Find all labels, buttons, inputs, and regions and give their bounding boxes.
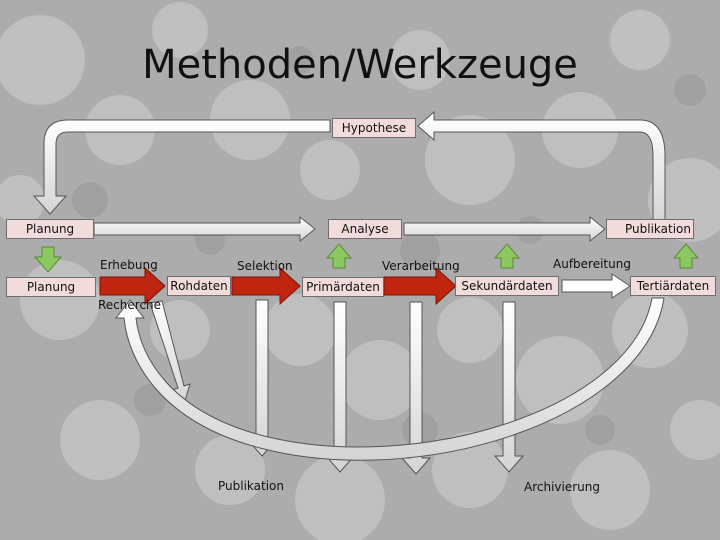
tertiaerdaten-box: Tertiärdaten [630, 276, 716, 296]
publikation-top-box: Publikation [606, 219, 694, 239]
page-title: Methoden/Werkzeuge [142, 42, 578, 88]
selektion-label: Selektion [237, 259, 293, 273]
analyse-to-publikation-arrow [403, 215, 606, 243]
loop-arrow-left [32, 119, 331, 215]
primaerdaten-box: Primärdaten [302, 277, 384, 297]
planung-to-analyse-arrow [93, 215, 316, 243]
planung-box: Planung [6, 277, 96, 297]
green-down-arrow [33, 246, 63, 273]
recherche-label: Recherche [98, 298, 162, 312]
process-arrow-verarbeitung [383, 266, 457, 306]
aufbereitung-label: Aufbereitung [553, 257, 631, 271]
green-up-arrow-2 [493, 243, 521, 269]
hypothese-box: Hypothese [332, 118, 416, 138]
down-arrow-4 [493, 301, 525, 473]
planung-top-box: Planung [6, 219, 94, 239]
analyse-box: Analyse [328, 219, 402, 239]
recherche-arrow [149, 300, 191, 406]
loop-arrow-right [417, 110, 666, 223]
process-arrow-selektion [231, 266, 301, 306]
verarbeitung-label: Verarbeitung [382, 259, 460, 273]
process-arrow-erhebung [99, 266, 166, 306]
return-curve-arrow [114, 297, 665, 461]
process-arrow-aufbereitung [561, 273, 631, 299]
erhebung-label: Erhebung [100, 258, 158, 272]
publikation-bottom-label: Publikation [218, 479, 284, 493]
archivierung-label: Archivierung [524, 480, 600, 494]
green-up-arrow-1 [325, 243, 353, 269]
green-up-arrow-3 [672, 243, 700, 269]
rohdaten-box: Rohdaten [167, 276, 231, 296]
sekundaerdaten-box: Sekundärdaten [455, 276, 559, 296]
